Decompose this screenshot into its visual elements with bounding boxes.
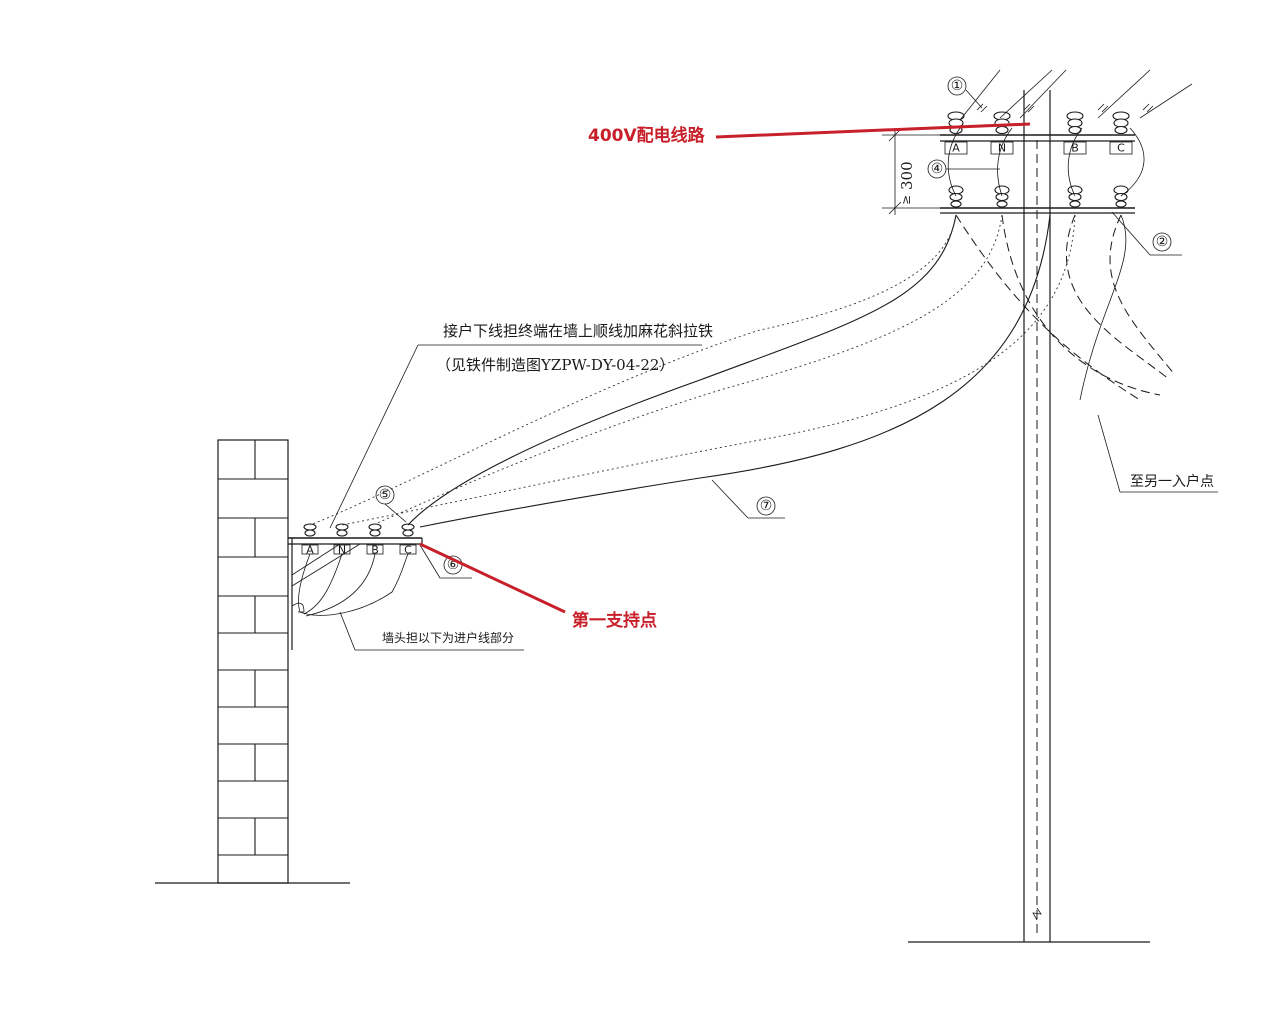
wall-note-text: 墙头担以下为进户线部分 <box>382 630 514 645</box>
lower-insulators <box>948 185 1129 208</box>
brick-wall <box>155 439 350 884</box>
marker-2: ② <box>1111 211 1182 256</box>
other-entry-text: 至另一入户点 <box>1130 473 1214 490</box>
pole-phase-c: C <box>1117 142 1125 155</box>
callout-first-support-label: 第一支持点 <box>572 610 657 631</box>
marker-5: ⑤ <box>375 485 407 523</box>
wall-phase-a: A <box>306 544 314 557</box>
marker-1: ① <box>947 76 983 109</box>
marker-4: ④ <box>927 159 1000 179</box>
marker-7: ⑦ <box>711 479 785 519</box>
marker-1-label: ① <box>951 78 964 94</box>
callout-first-support: 第一支持点 <box>419 542 657 631</box>
spacing-prefix: ≥ <box>899 195 913 205</box>
spacing-dimension: 300 ≥ <box>882 128 945 215</box>
utility-pole <box>908 90 1150 943</box>
wall-phase-labels: A N B C <box>301 544 417 557</box>
marker-5-label: ⑤ <box>379 487 392 503</box>
spacing-value: 300 <box>898 161 916 190</box>
marker-2-label: ② <box>1156 234 1169 250</box>
pole-phase-labels: A N B C <box>944 142 1133 155</box>
other-entry-note: 至另一入户点 <box>1097 414 1218 493</box>
pole-phase-n: N <box>998 142 1006 155</box>
bracket-note-line1: 接户下线担终端在墙上顺线加麻花斜拉铁 <box>443 322 713 340</box>
marker-4-label: ④ <box>931 161 944 177</box>
overhead-lines <box>947 69 1193 197</box>
lower-crossarm <box>940 185 1135 214</box>
marker-7-label: ⑦ <box>760 498 773 514</box>
upper-insulators <box>947 111 1130 135</box>
wall-phase-c: C <box>404 544 412 557</box>
upper-crossarm: A N B C <box>940 111 1135 155</box>
pole-phase-a: A <box>952 142 960 155</box>
wall-bracket: A N B C <box>288 523 423 650</box>
bracket-note-line2: （见铁件制造图YZPW-DY-04-22） <box>436 356 674 374</box>
wall-note: 墙头担以下为进户线部分 <box>339 611 524 651</box>
service-drop-wires <box>309 214 1176 528</box>
wall-phase-b: B <box>371 544 379 557</box>
marker-6: ⑥ <box>419 544 472 579</box>
pole-phase-b: B <box>1071 142 1079 155</box>
callout-400v: 400V配电线路 <box>588 122 1031 146</box>
callout-400v-label: 400V配电线路 <box>588 125 706 146</box>
wall-phase-n: N <box>338 544 346 557</box>
bracket-note: 接户下线担终端在墙上顺线加麻花斜拉铁 （见铁件制造图YZPW-DY-04-22） <box>329 322 713 529</box>
wall-insulators <box>303 523 415 537</box>
